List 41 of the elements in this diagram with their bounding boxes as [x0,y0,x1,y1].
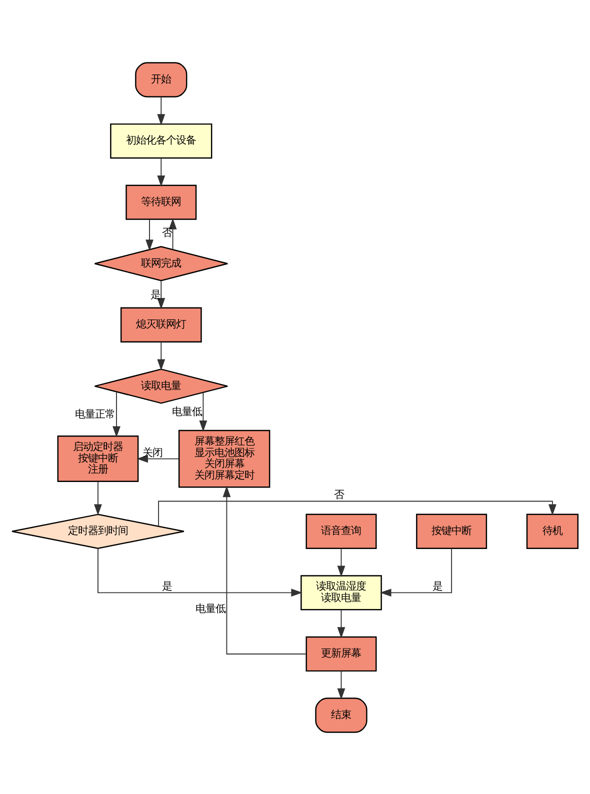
arrow [157,157,166,186]
node-box: 启动定时器 按键中断 注册 [57,435,139,482]
node-box: 待机 [526,513,579,548]
node-box: 更新屏幕 [306,636,377,672]
node-box: 屏幕整屏红色 显示电池图标 关闭屏幕 关闭屏幕定时 [178,429,270,488]
node-box: 结束 [315,697,368,732]
edge-label: 是 [432,580,443,592]
edge-label: 电量低 [172,406,202,418]
node-box: 读取温湿度 读取电量 [300,574,382,610]
arrow [157,96,166,125]
arrow [337,548,346,577]
arrow [337,608,346,638]
arrow [94,480,102,516]
arrow [146,218,154,250]
edge-label: 关闭 [142,446,162,458]
edge-label: 是 [162,580,172,592]
arrow [157,280,166,309]
node-box: 熄灭联网灯 [120,306,202,342]
arrow [98,548,302,596]
arrow [158,500,556,526]
node-diamond: 定时器到时间 [11,513,185,548]
arrow [337,670,346,700]
arrow [168,218,177,250]
node-box: 按键中断 [416,513,488,548]
arrow [199,392,208,432]
node-box: 初始化各个设备 [110,122,212,158]
arrow [112,390,120,438]
node-box: 开始 [135,62,188,97]
node-diamond: 联网完成 [94,246,228,281]
edge-label: 是 [150,288,160,300]
arrow [157,341,166,370]
edge-label: 否 [162,226,172,239]
arrow [136,454,180,462]
arrow [380,548,452,596]
node-box: 语音查询 [306,513,377,548]
edge-label: 否 [334,488,344,501]
edge-label: 电量低 [196,602,226,615]
node-diamond: 读取电量 [94,368,228,404]
arrow [222,485,307,654]
node-box: 等待联网 [126,184,197,220]
edge-label: 电量正常 [74,408,115,420]
